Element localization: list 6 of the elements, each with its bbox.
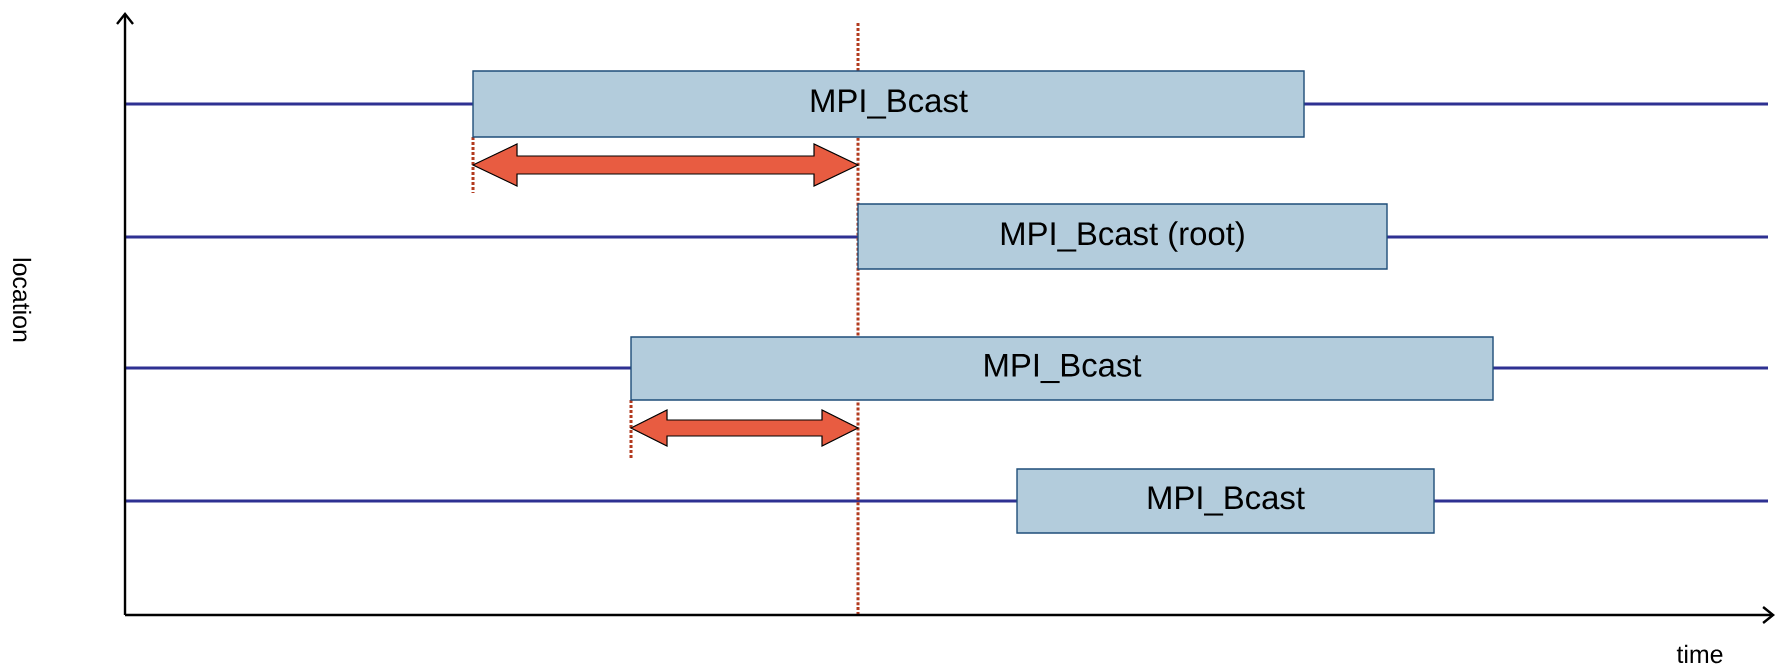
axis-label: time [1676,644,1723,664]
axis-label: location [12,258,32,342]
call-box: MPI_Bcast [1016,468,1435,534]
call-box: MPI_Bcast [630,336,1494,401]
call-box: MPI_Bcast [472,70,1305,138]
call-box: MPI_Bcast (root) [857,203,1388,270]
